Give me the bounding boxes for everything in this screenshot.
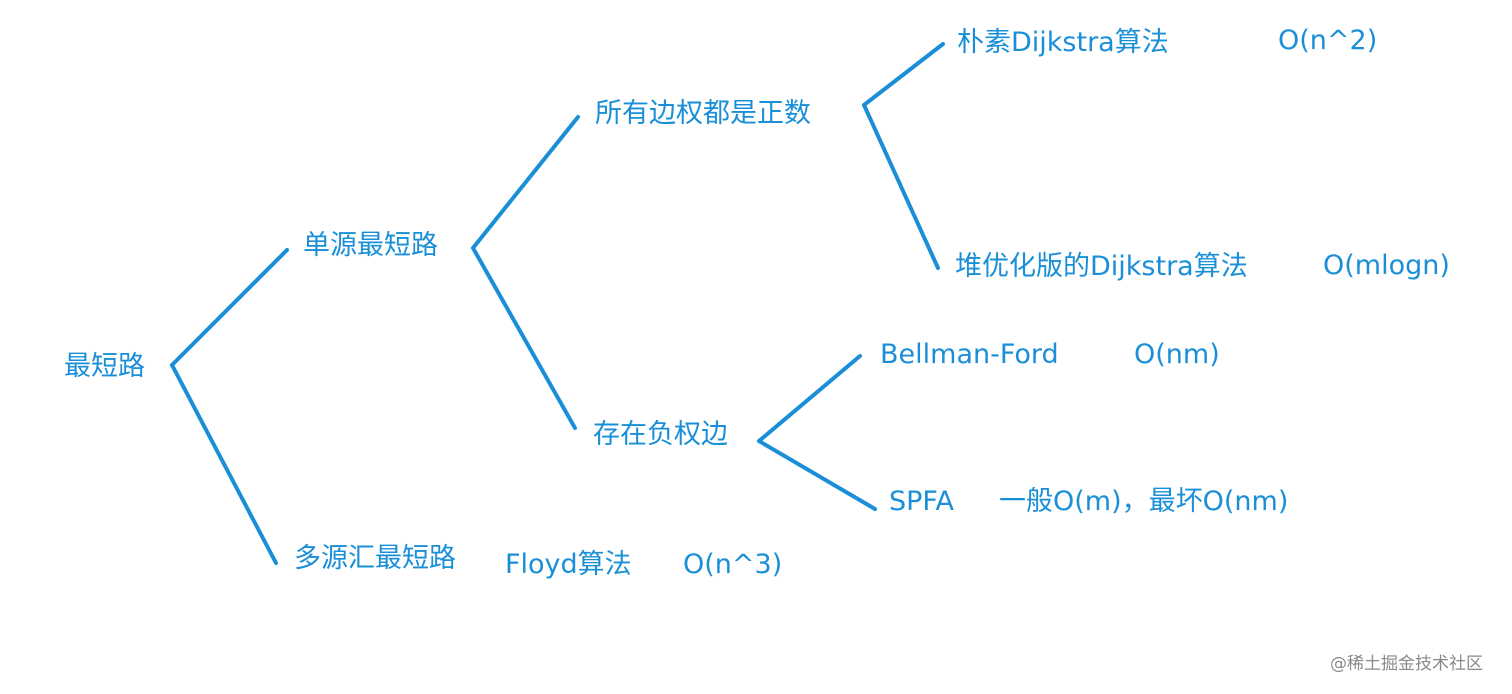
spfa-name: SPFA [889,486,954,517]
single-source-node-label: 单源最短路 [303,230,438,261]
spfa-complexity: 一般O(m)，最坏O(nm) [999,486,1289,517]
bellman-ford-complexity: O(nm) [1134,339,1220,370]
edge-positive-to-heap-dijkstra [862,103,940,270]
naive-dijkstra-name: 朴素Dijkstra算法 [957,27,1169,58]
edge-root-to-multi-source [170,363,278,565]
floyd-algorithm-name: Floyd算法 [505,549,632,580]
all-positive-node-label: 所有边权都是正数 [595,98,811,129]
edge-negative-to-spfa [757,439,877,511]
heap-dijkstra-complexity: O(mlogn) [1323,250,1450,281]
edge-positive-to-naive-dijkstra [862,42,945,107]
edge-negative-to-bellman-ford [757,354,862,443]
edge-single-to-all-positive [471,115,580,250]
multi-source-node-label: 多源汇最短路 [294,543,456,574]
edge-root-to-single-source [170,248,289,367]
bellman-ford-name: Bellman-Ford [880,339,1059,370]
negative-edge-node-label: 存在负权边 [593,419,728,450]
watermark-label: @稀土掘金技术社区 [1330,654,1483,674]
root-node-label: 最短路 [64,351,145,382]
floyd-complexity: O(n^3) [683,549,783,580]
naive-dijkstra-complexity: O(n^2) [1278,25,1378,56]
edge-single-to-negative [471,246,577,430]
heap-dijkstra-name: 堆优化版的Dijkstra算法 [955,251,1248,282]
